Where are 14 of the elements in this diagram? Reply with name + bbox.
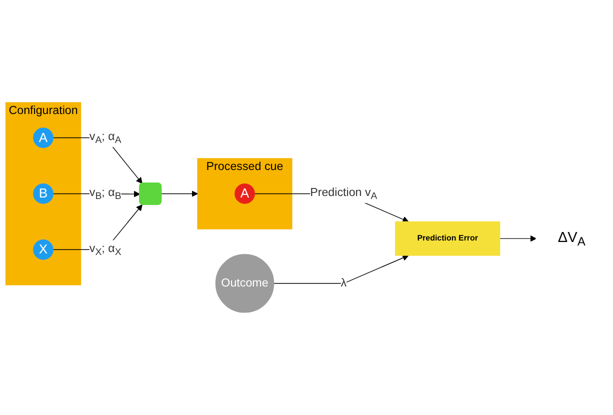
edge-label: λ [340, 276, 347, 290]
node-circle: A [234, 184, 255, 204]
arrow [273, 254, 409, 284]
edge-label: v$_{A}$; α$_{A}$ [89, 130, 122, 146]
edge-label: v$_{X}$; α$_{X}$ [89, 242, 122, 258]
edge-label: Prediction v$_{A}$ [310, 186, 378, 202]
node-circle: B [33, 184, 54, 204]
node-text: ΔV$_{A}$ [558, 229, 586, 248]
node-circle: A [33, 128, 54, 148]
arrow [160, 190, 198, 197]
node-circle: Outcome [215, 254, 274, 313]
node-circle: X [33, 240, 54, 260]
edge-label: v$_{B}$; α$_{B}$ [89, 186, 122, 202]
arrow [499, 235, 536, 242]
